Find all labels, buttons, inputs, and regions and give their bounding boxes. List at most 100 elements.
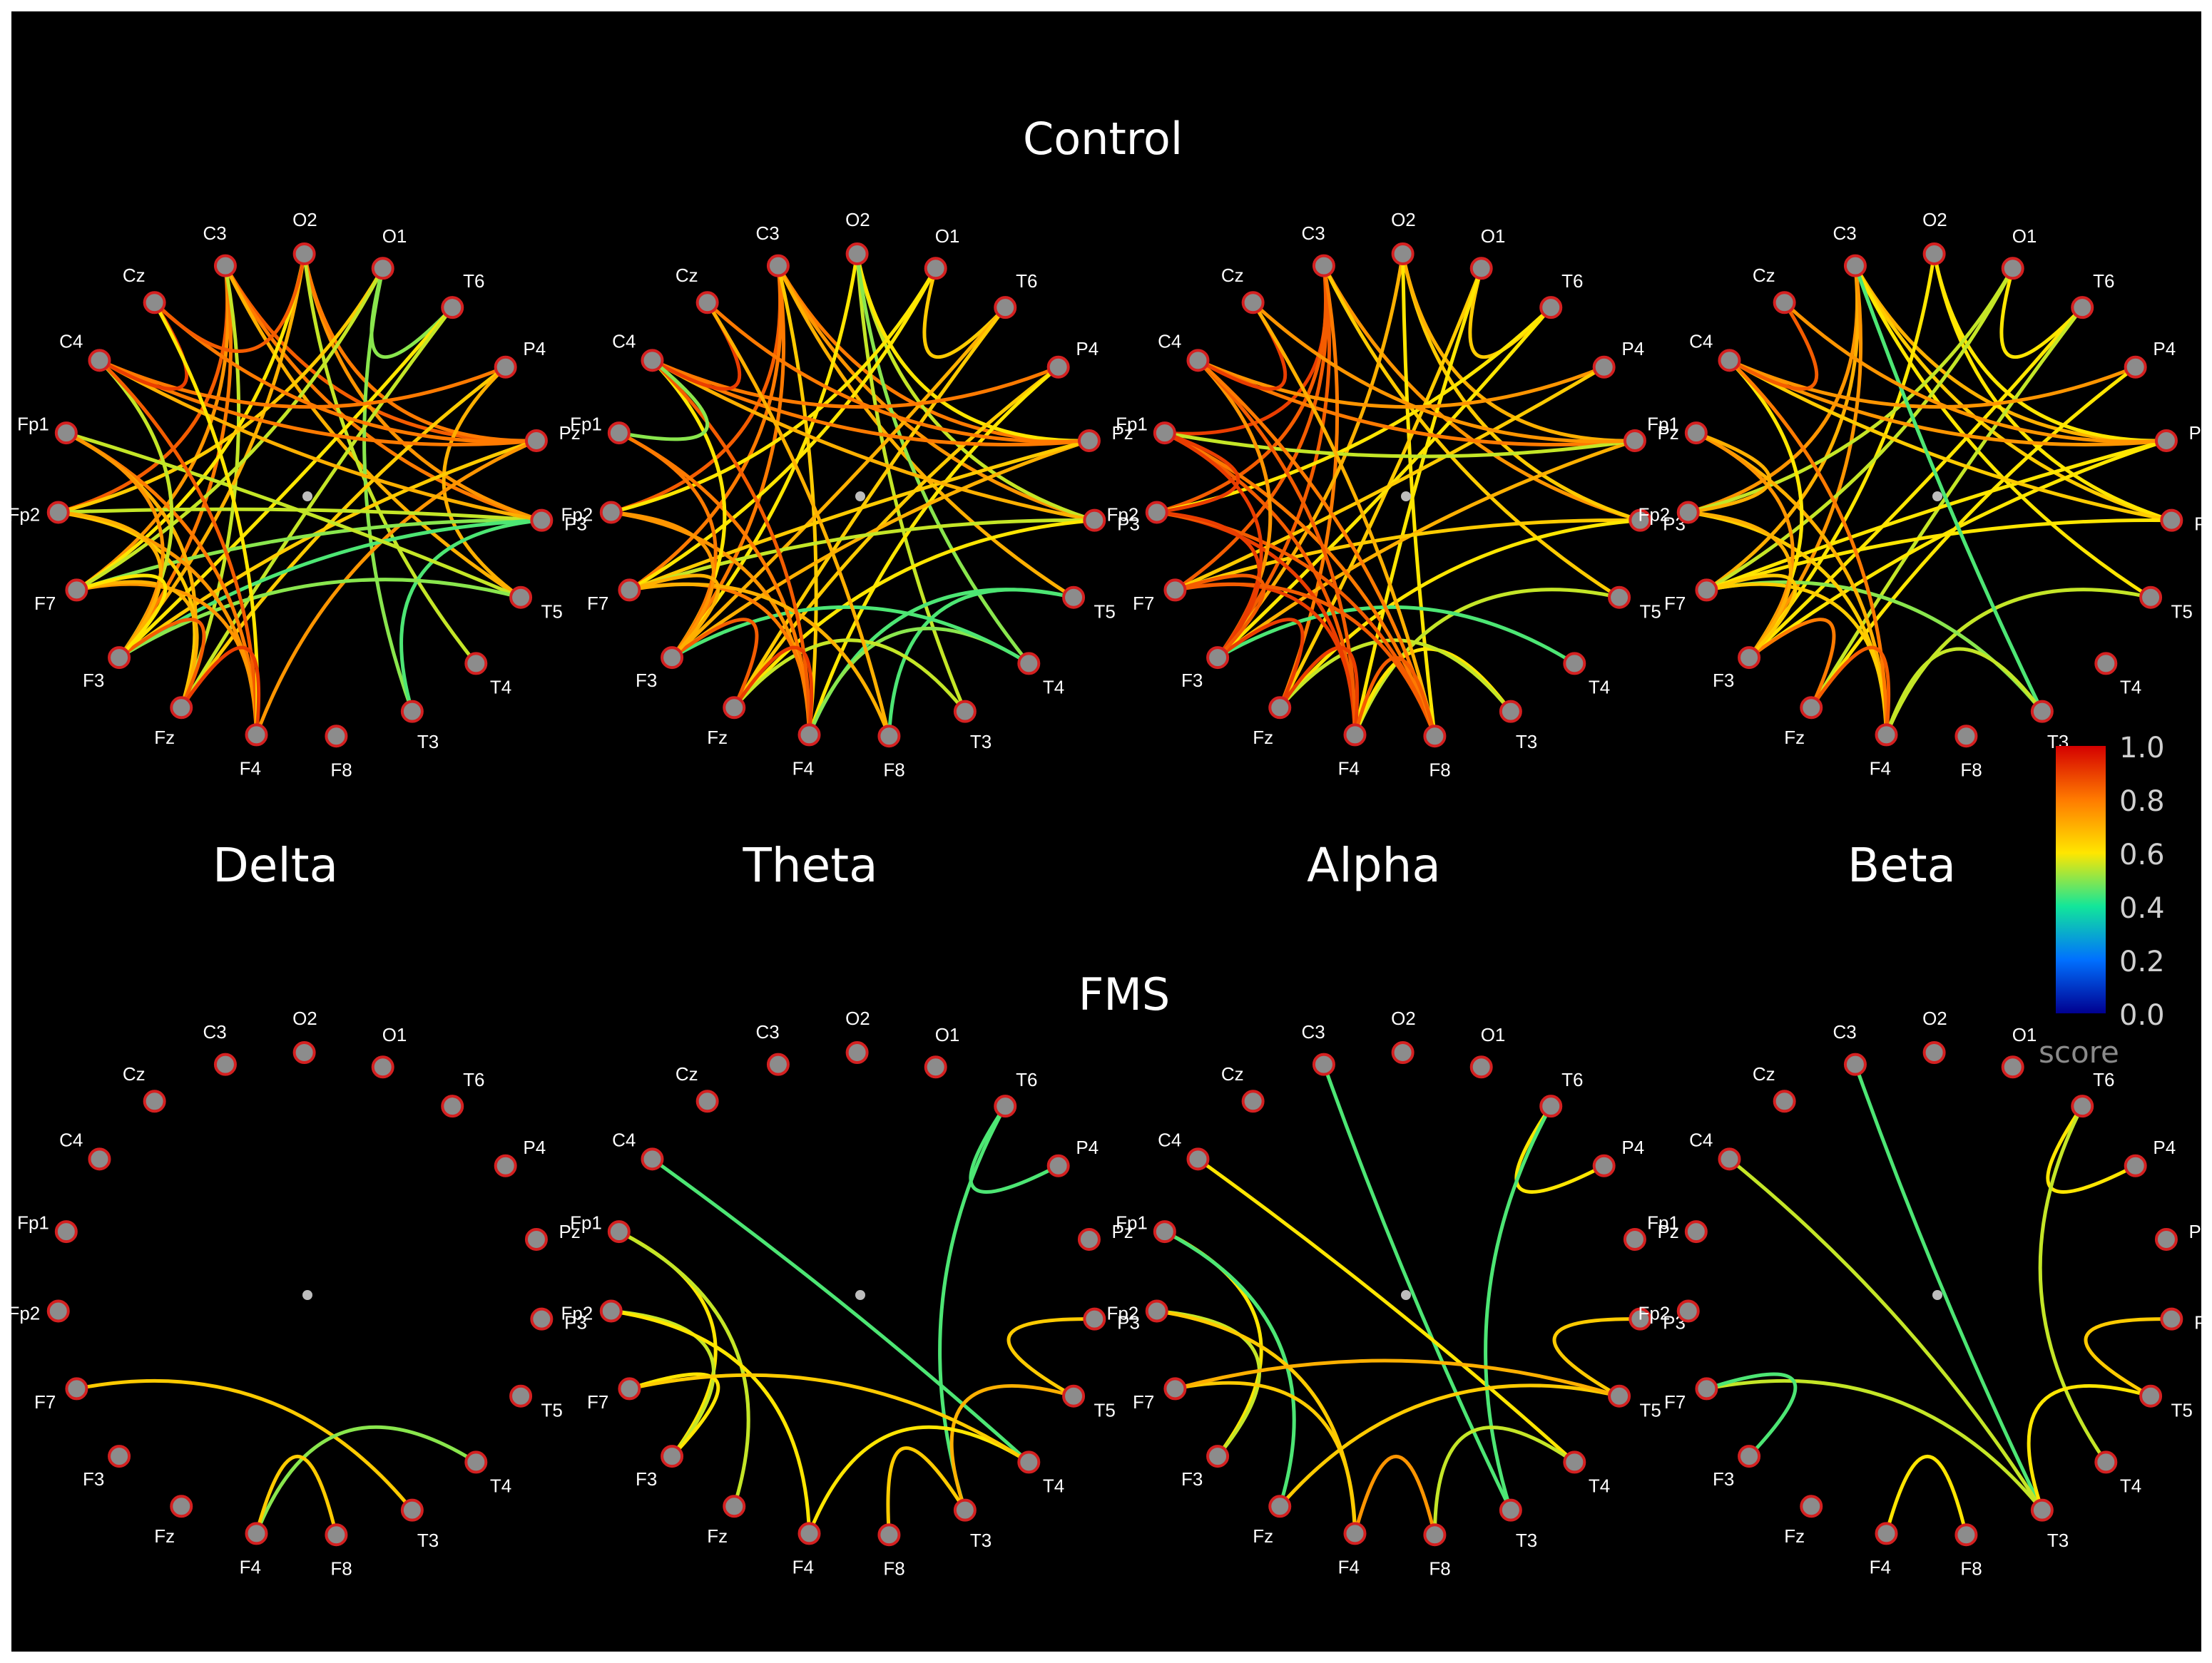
node-t3 bbox=[400, 1498, 424, 1522]
node-label-o2: O2 bbox=[845, 209, 870, 230]
node-f8 bbox=[1423, 1523, 1447, 1547]
edge-p4-f7 bbox=[1173, 365, 1606, 592]
node-f7 bbox=[1695, 1377, 1718, 1401]
node-label-fp2: Fp2 bbox=[1106, 1303, 1138, 1324]
edge-o2-pz bbox=[855, 252, 1091, 443]
node-f4 bbox=[1343, 723, 1367, 747]
node-label-o1: O1 bbox=[2012, 225, 2037, 247]
edge-c3-f4 bbox=[776, 264, 818, 737]
node-label-f7: F7 bbox=[1133, 593, 1154, 614]
edge-p4-c4 bbox=[1727, 358, 2138, 409]
edge-c3-f3 bbox=[670, 264, 785, 660]
node-label-f8: F8 bbox=[330, 759, 352, 781]
edge-o1-fp2 bbox=[609, 266, 938, 514]
node-label-cz: Cz bbox=[123, 1063, 146, 1085]
edge-p3-fz bbox=[1278, 518, 1642, 710]
node-label-t6: T6 bbox=[1561, 270, 1583, 292]
edge-f7-t3 bbox=[1704, 1378, 2044, 1513]
node-label-t4: T4 bbox=[490, 1475, 511, 1496]
node-p4 bbox=[1046, 355, 1070, 379]
node-label-fp2: Fp2 bbox=[1638, 1303, 1670, 1324]
node-label-t6: T6 bbox=[1561, 1069, 1583, 1090]
edge-f7-f4 bbox=[74, 582, 259, 737]
edge-f4-f8 bbox=[1885, 1455, 1968, 1537]
edge-fp1-c4 bbox=[617, 358, 709, 441]
node-t4 bbox=[1017, 652, 1041, 675]
edge-c3-p3 bbox=[776, 264, 1096, 523]
edge-f3-fz bbox=[670, 618, 759, 710]
node-label-t3: T3 bbox=[417, 1530, 439, 1551]
node-label-o2: O2 bbox=[845, 1008, 870, 1029]
node-label-f3: F3 bbox=[83, 670, 104, 691]
node-c4 bbox=[1718, 349, 1741, 372]
node-label-t5: T5 bbox=[1094, 1400, 1116, 1421]
edge-fp2-fz bbox=[56, 510, 197, 710]
node-f4 bbox=[1343, 1522, 1367, 1545]
edge-o2-pz bbox=[302, 252, 539, 443]
edge-o1-f7 bbox=[1704, 266, 2015, 592]
edge-f3-fz bbox=[117, 618, 206, 710]
node-label-p4: P4 bbox=[2153, 1137, 2176, 1158]
node-p3 bbox=[2160, 508, 2183, 532]
band-label-theta: Theta bbox=[742, 838, 877, 893]
node-label-o1: O1 bbox=[935, 225, 960, 247]
node-pz bbox=[2154, 429, 2178, 452]
node-label-c3: C3 bbox=[1301, 1021, 1325, 1043]
node-label-f7: F7 bbox=[587, 593, 608, 614]
node-label-f7: F7 bbox=[587, 1391, 608, 1413]
node-c3 bbox=[1843, 1053, 1867, 1076]
node-cz bbox=[695, 1090, 719, 1113]
edge-c4-t4 bbox=[650, 1157, 1031, 1464]
node-o1 bbox=[1469, 257, 1493, 280]
edge-f7-f8 bbox=[627, 582, 891, 738]
node-label-f8: F8 bbox=[883, 1558, 904, 1580]
node-o1 bbox=[924, 257, 947, 280]
edge-f7-t3 bbox=[74, 1378, 414, 1513]
edge-t5-fp1 bbox=[64, 431, 523, 600]
band-label-alpha: Alpha bbox=[1307, 838, 1441, 893]
node-c3 bbox=[213, 1053, 237, 1076]
node-label-p4: P4 bbox=[2153, 338, 2176, 359]
node-label-fp1: Fp1 bbox=[1647, 414, 1679, 435]
edge-fp1-f3 bbox=[1163, 1229, 1263, 1458]
node-f8 bbox=[877, 725, 901, 748]
node-label-c4: C4 bbox=[1158, 330, 1181, 352]
node-label-cz: Cz bbox=[1221, 265, 1244, 286]
node-fp2 bbox=[46, 1299, 70, 1323]
edge-t5-f3 bbox=[117, 578, 523, 660]
edge-t5-f8 bbox=[887, 588, 1076, 738]
node-label-f4: F4 bbox=[1870, 1557, 1891, 1578]
edge-o1-t6 bbox=[922, 266, 1007, 359]
node-label-fz: Fz bbox=[1253, 1525, 1273, 1547]
edge-fp1-fp2 bbox=[1155, 431, 1240, 514]
node-o2 bbox=[845, 242, 869, 266]
colorbar-tick-0-0: 0.0 bbox=[2119, 999, 2165, 1032]
node-t4 bbox=[2094, 652, 2118, 675]
node-label-t4: T4 bbox=[1043, 1475, 1064, 1496]
edge-t6-t3 bbox=[1484, 1104, 1553, 1513]
edge-p4-fz bbox=[732, 365, 1061, 710]
node-label-t4: T4 bbox=[1043, 676, 1064, 697]
node-c4 bbox=[88, 1147, 111, 1171]
colorbar-tick-1-0: 1.0 bbox=[2119, 732, 2165, 764]
node-label-t3: T3 bbox=[970, 1530, 992, 1551]
node-label-t5: T5 bbox=[541, 601, 563, 623]
edge-c3-pz bbox=[776, 264, 1091, 443]
edge-p4-fz bbox=[179, 365, 508, 710]
node-label-p4: P4 bbox=[1076, 338, 1099, 359]
node-t5 bbox=[2139, 585, 2163, 609]
edge-t6-fz bbox=[179, 305, 454, 710]
node-pz bbox=[1623, 429, 1646, 452]
node-f7 bbox=[1163, 578, 1187, 602]
node-label-pz: Pz bbox=[1111, 422, 1133, 444]
node-label-t3: T3 bbox=[970, 731, 992, 752]
node-label-o1: O1 bbox=[382, 1024, 407, 1045]
node-label-o2: O2 bbox=[292, 209, 317, 230]
node-fp2 bbox=[1676, 1299, 1700, 1323]
edge-c3-t3 bbox=[1853, 1063, 2044, 1513]
node-p4 bbox=[494, 1154, 517, 1177]
node-t6 bbox=[1539, 1095, 1563, 1118]
node-label-f3: F3 bbox=[1713, 670, 1734, 691]
